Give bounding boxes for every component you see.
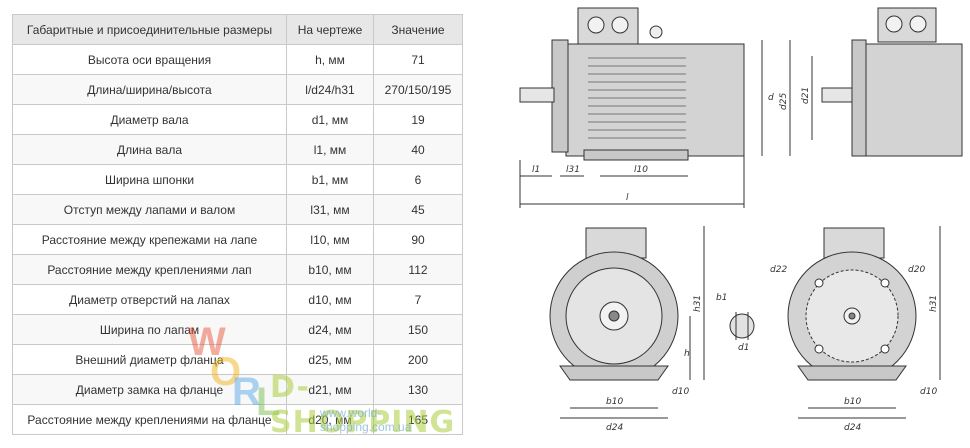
terminal-box bbox=[577, 7, 639, 45]
row-value: 40 bbox=[373, 134, 463, 165]
row-name: Диаметр отверстий на лапах bbox=[12, 284, 287, 315]
label-b10: b10 bbox=[606, 397, 623, 407]
row-name: Диаметр замка на фланце bbox=[12, 374, 287, 405]
motor-body bbox=[565, 43, 745, 157]
row-value: 71 bbox=[373, 44, 463, 75]
label-d21: d21 bbox=[801, 87, 811, 104]
row-value: 90 bbox=[373, 224, 463, 255]
row-value: 165 bbox=[373, 404, 463, 435]
row-value: 130 bbox=[373, 374, 463, 405]
row-symbol: d10, мм bbox=[286, 284, 374, 315]
label-b1: b1 bbox=[716, 293, 727, 303]
row-name: Отступ между лапами и валом bbox=[12, 194, 287, 225]
label-d20: d20 bbox=[908, 265, 925, 275]
row-name: Ширина шпонки bbox=[12, 164, 287, 195]
row-name: Расстояние между креплениями на фланце bbox=[12, 404, 287, 435]
row-value: 6 bbox=[373, 164, 463, 195]
row-symbol: l31, мм bbox=[286, 194, 374, 225]
row-symbol: d1, мм bbox=[286, 104, 374, 135]
shaft-section bbox=[729, 312, 755, 340]
row-symbol: d24, мм bbox=[286, 314, 374, 345]
label-d24-flange: d24 bbox=[844, 423, 861, 433]
row-symbol: h, мм bbox=[286, 44, 374, 75]
row-symbol: b10, мм bbox=[286, 254, 374, 285]
row-name: Длина/ширина/высота bbox=[12, 74, 287, 105]
label-b10-flange: b10 bbox=[844, 397, 861, 407]
label-d22: d22 bbox=[770, 265, 787, 275]
row-value: 19 bbox=[373, 104, 463, 135]
label-d1: d1 bbox=[738, 343, 749, 353]
flange-side-view bbox=[789, 7, 963, 157]
label-l1: l1 bbox=[532, 165, 540, 175]
row-value: 7 bbox=[373, 284, 463, 315]
row-value: 270/150/195 bbox=[373, 74, 463, 105]
label-d10-flange: d10 bbox=[920, 387, 937, 397]
row-symbol: d20, мм bbox=[286, 404, 374, 435]
label-d10: d10 bbox=[672, 387, 689, 397]
flange-front-view bbox=[787, 226, 941, 419]
row-symbol: l/d24/h31 bbox=[286, 74, 374, 105]
row-name: Диаметр вала bbox=[12, 104, 287, 135]
row-name: Высота оси вращения bbox=[12, 44, 287, 75]
dimensions-table: Габаритные и присоединительные размеры Н… bbox=[12, 14, 463, 435]
label-d24: d24 bbox=[606, 423, 623, 433]
label-h31: h31 bbox=[693, 295, 703, 312]
label-l: l bbox=[626, 193, 629, 203]
label-l31: l31 bbox=[566, 165, 580, 175]
side-view bbox=[519, 7, 763, 208]
header-dimension-name: Габаритные и присоединительные размеры bbox=[12, 14, 287, 45]
shaft bbox=[519, 87, 555, 103]
label-h: h bbox=[684, 349, 690, 359]
row-value: 150 bbox=[373, 314, 463, 345]
row-name: Длина вала bbox=[12, 134, 287, 165]
row-symbol: l10, мм bbox=[286, 224, 374, 255]
label-l10: l10 bbox=[634, 165, 648, 175]
label-h31-flange: h31 bbox=[929, 295, 939, 312]
label-d: d bbox=[768, 93, 774, 103]
table-header-row: Габаритные и присоединительные размеры Н… bbox=[12, 14, 463, 45]
row-name: Внешний диаметр фланца bbox=[12, 344, 287, 375]
row-value: 112 bbox=[373, 254, 463, 285]
row-name: Расстояние между креплениями лап bbox=[12, 254, 287, 285]
front-view bbox=[549, 226, 705, 419]
label-d25: d25 bbox=[779, 93, 789, 110]
row-value: 45 bbox=[373, 194, 463, 225]
row-value: 200 bbox=[373, 344, 463, 375]
row-name: Ширина по лапам bbox=[12, 314, 287, 345]
